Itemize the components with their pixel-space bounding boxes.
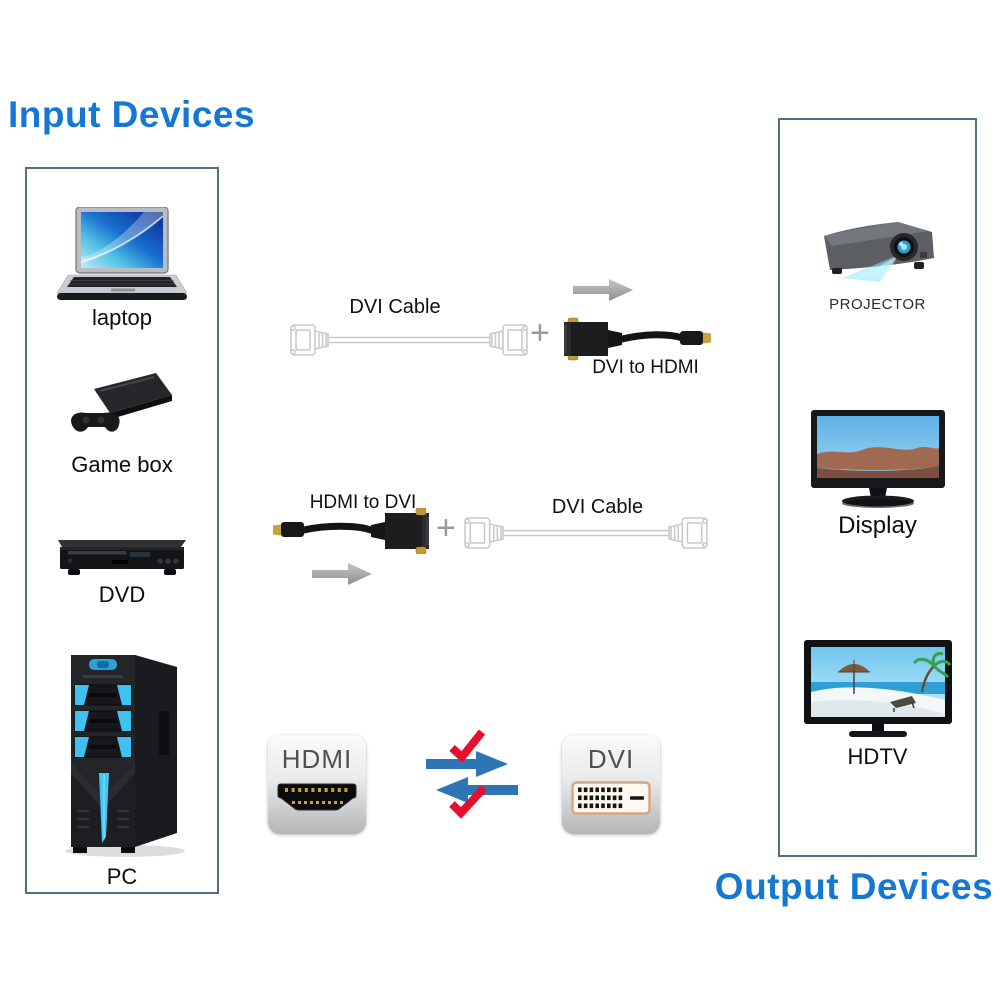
plus-sign: + xyxy=(530,314,550,352)
display-label: Display xyxy=(838,512,917,539)
hdmi-badge: HDMI xyxy=(268,735,366,834)
display-monitor-icon xyxy=(807,410,949,515)
dvd-player-icon xyxy=(52,534,192,589)
dvi-to-hdmi-adapter-icon xyxy=(556,316,714,367)
dvi-cable-icon xyxy=(462,511,710,560)
dvd-label: DVD xyxy=(98,582,146,607)
pc-label: PC xyxy=(106,864,138,889)
dvi-cable-icon xyxy=(288,318,530,367)
laptop-icon xyxy=(56,206,188,308)
hdmi-badge-label: HDMI xyxy=(281,744,353,774)
projector-label: PROJECTOR xyxy=(829,296,926,313)
plus-sign: + xyxy=(436,509,456,547)
flow2-cable-label: DVI Cable xyxy=(551,496,644,518)
hdtv-label: HDTV xyxy=(847,744,908,769)
output-devices-title: Output Devices xyxy=(714,866,994,907)
right-arrow-icon xyxy=(312,561,374,592)
input-devices-box: laptop Game box xyxy=(25,167,219,894)
game-box-label: Game box xyxy=(71,452,173,477)
flow1-cable-label: DVI Cable xyxy=(349,296,441,318)
dvi-badge-label: DVI xyxy=(587,744,635,774)
output-devices-box: PROJECTOR Display xyxy=(778,118,977,857)
swap-arrows-icon xyxy=(422,726,522,827)
right-arrow-icon xyxy=(573,277,635,308)
hdtv-icon xyxy=(802,640,954,747)
checkmark-icon xyxy=(449,729,486,763)
flow2-adapter-label: HDMI to DVI xyxy=(309,492,417,513)
projector-icon xyxy=(812,206,944,301)
laptop-label: laptop xyxy=(92,305,152,330)
blue-right-arrow xyxy=(426,751,508,777)
input-devices-title: Input Devices xyxy=(8,94,256,135)
dvi-connector-icon xyxy=(562,781,660,820)
dvi-badge: DVI xyxy=(562,735,660,834)
hdmi-to-dvi-adapter-icon xyxy=(270,507,438,559)
flow1-adapter-label: DVI to HDMI xyxy=(592,357,699,378)
checkmark-icon xyxy=(449,785,487,819)
hdmi-connector-icon xyxy=(268,781,366,818)
pc-tower-icon xyxy=(55,651,189,864)
game-console-icon xyxy=(64,369,180,454)
